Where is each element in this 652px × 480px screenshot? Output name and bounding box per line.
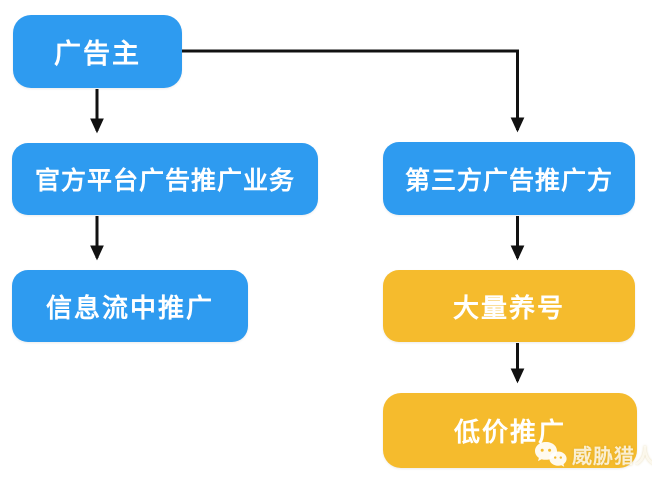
node-third-party-promoter: 第三方广告推广方 <box>383 142 635 215</box>
node-feed-promotion: 信息流中推广 <box>12 270 248 342</box>
watermark-label: 威胁猎人 <box>572 446 652 468</box>
watermark: 威胁猎人 <box>534 440 652 469</box>
node-third-party-promoter-label: 第三方广告推广方 <box>404 166 613 195</box>
node-advertiser-label: 广告主 <box>54 39 141 69</box>
node-official-platform-ads-label: 官方平台广告推广业务 <box>34 167 295 195</box>
node-advertiser: 广告主 <box>13 15 182 88</box>
node-mass-account-farming: 大量养号 <box>383 270 635 342</box>
node-low-price-promotion: 低价推广 <box>383 393 637 468</box>
node-feed-promotion-label: 信息流中推广 <box>45 292 214 323</box>
node-official-platform-ads: 官方平台广告推广业务 <box>12 143 318 215</box>
wechat-icon <box>534 441 567 469</box>
edge-advertiser-to-thirdparty <box>182 49 525 133</box>
node-mass-account-farming-label: 大量养号 <box>452 292 565 323</box>
